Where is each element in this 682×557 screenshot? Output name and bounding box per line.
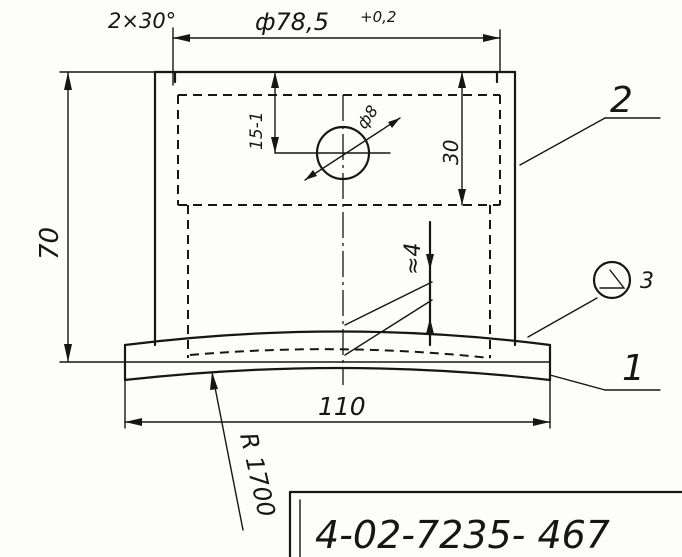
radius-leader [210,371,244,531]
width-label: 110 [318,392,366,421]
hole-symbol [304,117,401,181]
callout-3: 3 [640,269,654,294]
radius-label: R 1700 [234,430,280,520]
base-plate [123,330,552,382]
height-dimension [59,71,156,363]
center-lines [274,95,391,385]
height-label: 70 [35,227,65,260]
surface-label: ≈4 [401,243,426,275]
drawing-number: 4-02-7235- 467 [315,513,610,557]
pocket-depth-label: 30 [439,140,463,165]
surface-dimension [344,220,434,356]
pocket-depth-dimension [458,71,466,206]
tolerance-label: +0,2 [360,8,396,26]
depth-label: 15-1 [247,111,267,150]
callout-1: 1 [622,348,645,389]
callout-leaders [519,117,661,391]
drawing-number-box [288,490,682,557]
diameter-label: ф78,5 [255,8,329,36]
hole-label: ф8 [353,102,382,132]
weld-symbol [592,260,632,300]
callout-2: 2 [610,80,633,121]
part-body [153,70,517,347]
hidden-lines [177,94,501,359]
chamfer-label: 2×30° [108,9,176,33]
width-dimension [124,379,551,429]
depth-dimension [271,71,279,154]
top-dimension [172,27,501,86]
